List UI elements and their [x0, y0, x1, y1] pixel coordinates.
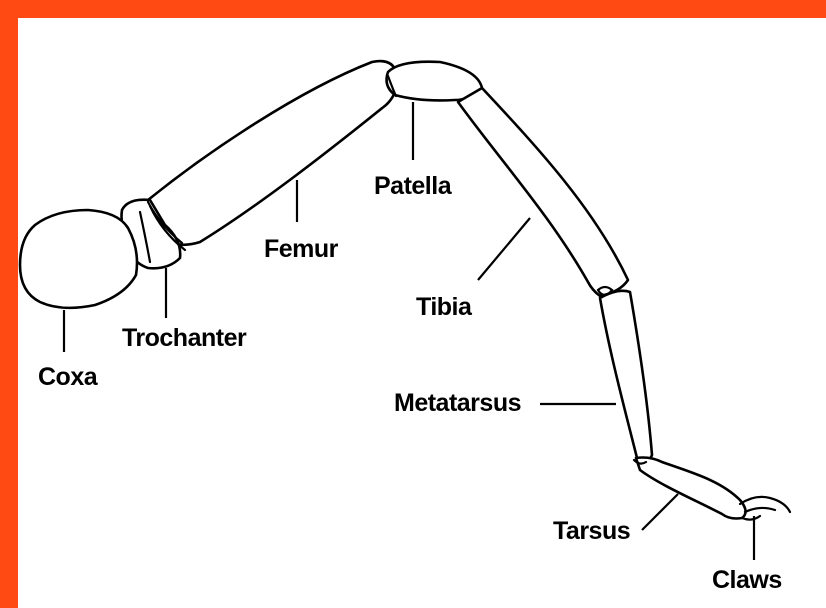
- tarsus-leader: [642, 494, 678, 530]
- claws-shape: [740, 497, 790, 520]
- coxa-segment: [20, 210, 137, 308]
- femur-label: Femur: [264, 235, 338, 264]
- tibia-segment: [458, 88, 628, 296]
- metatarsus-segment: [600, 291, 652, 463]
- diagram-frame: Coxa Trochanter Femur Patella Tibia Meta…: [18, 18, 826, 608]
- joint-lines: [140, 76, 646, 464]
- trochanter-label: Trochanter: [122, 324, 246, 353]
- femur-segment: [148, 61, 397, 245]
- tibia-label: Tibia: [416, 293, 471, 322]
- claws-label: Claws: [712, 566, 782, 595]
- tibia-leader: [478, 218, 530, 280]
- patella-segment: [387, 62, 482, 101]
- patella-label: Patella: [374, 172, 451, 201]
- metatarsus-label: Metatarsus: [394, 389, 521, 418]
- tarsus-label: Tarsus: [553, 517, 630, 546]
- coxa-label: Coxa: [38, 363, 97, 392]
- tarsus-segment: [636, 458, 746, 519]
